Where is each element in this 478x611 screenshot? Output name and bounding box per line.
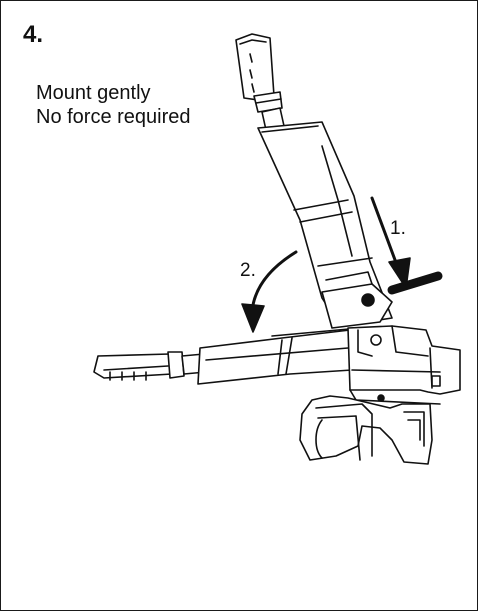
callout-label-2: 2. [240,260,256,281]
tool-body [299,395,433,465]
upper-body [257,121,393,327]
step-number: 4. [23,21,44,48]
lower-handle-assembly [93,327,361,385]
straight-down-arrow [370,196,411,289]
locking-knob [361,293,375,307]
upper-handle-assembly [235,33,393,329]
callout-label-1: 1. [390,218,406,239]
mounting-head [347,325,461,405]
lower-grip [93,353,173,379]
instruction-line-1: Mount gently [36,82,151,104]
instruction-line-2: No force required [36,106,191,128]
upper-collar [253,91,283,113]
lower-body [197,329,353,385]
mounting-pin [387,271,443,295]
instruction-text: Mount gently No force required [36,81,191,129]
upper-hub [321,283,393,329]
lower-collar [167,351,185,379]
curved-rotate-arrow [241,250,298,333]
